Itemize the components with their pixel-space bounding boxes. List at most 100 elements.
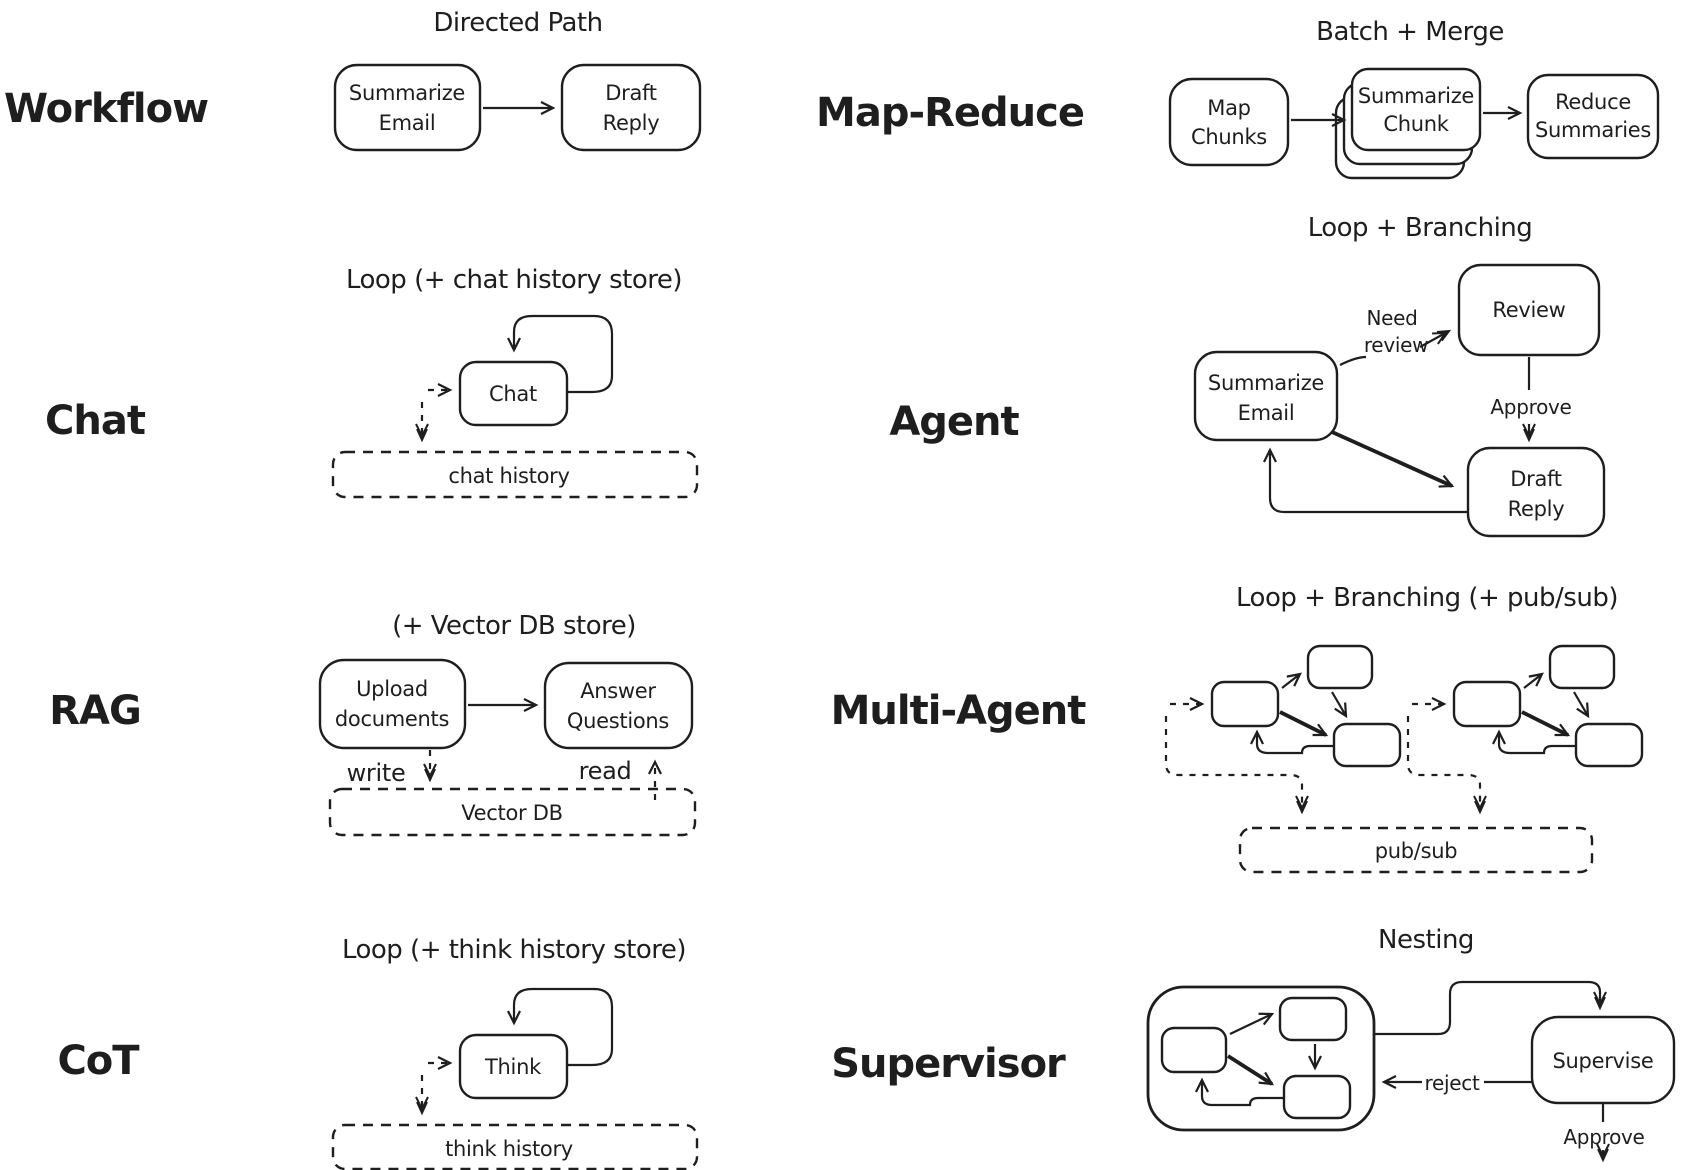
store-pub-sub	[1238, 826, 1594, 874]
multi-agent-caption: Loop + Branching (+ pub/sub)	[1236, 583, 1618, 613]
supervisor-arrow-left-to-bottom	[1226, 1054, 1275, 1086]
edge-need-review-label-1: Need	[1366, 306, 1417, 330]
section-workflow: Workflow Directed Path Summarize Email D…	[4, 8, 702, 152]
chat-caption: Loop (+ chat history store)	[346, 265, 682, 295]
cluster2-bottom-node	[1574, 722, 1644, 768]
store-vector-db-label: Vector DB	[461, 801, 562, 825]
node-summarize-chunk	[1350, 67, 1482, 152]
node-answer-questions-label-1: Answer	[580, 679, 656, 703]
store-pub-sub-label: pub/sub	[1375, 839, 1458, 863]
edge-need-review-stub	[1339, 355, 1367, 366]
node-upload-documents-label-1: Upload	[356, 677, 428, 701]
section-supervisor: Supervisor Nesting Supervise reject Appr…	[831, 925, 1676, 1163]
multi-agent-cluster-2	[1452, 644, 1644, 768]
rag-section-label: RAG	[49, 688, 141, 734]
node-review-label: Review	[1492, 298, 1565, 322]
section-chat: Chat Loop (+ chat history store) Chat ch…	[45, 265, 699, 499]
rag-caption: (+ Vector DB store)	[392, 611, 636, 641]
node-reduce-summaries-label-1: Reduce	[1555, 90, 1631, 114]
cluster2-arrow-left-to-top	[1523, 672, 1544, 689]
node-reduce-summaries-label-2: Summaries	[1535, 118, 1651, 142]
supervisor-arrow-loop-back	[1195, 1077, 1284, 1107]
arrow-summarize-to-draft-reply	[1331, 430, 1455, 488]
arrow-chat-self-loop	[507, 314, 614, 394]
cluster1-bottom-node	[1332, 722, 1402, 768]
supervisor-arrow-left-to-top	[1229, 1012, 1275, 1035]
node-upload-documents-label-2: documents	[335, 707, 449, 731]
cluster1-left-node	[1210, 680, 1280, 728]
arrow-container-to-supervise	[1374, 980, 1607, 1036]
supervisor-caption: Nesting	[1378, 925, 1474, 955]
node-agent-summarize-email-label-1: Summarize	[1208, 371, 1324, 395]
agent-caption: Loop + Branching	[1308, 213, 1533, 243]
node-summarize-email-label-2: Email	[379, 111, 436, 135]
node-draft-reply	[560, 63, 702, 152]
node-map-chunks-label-2: Chunks	[1191, 125, 1267, 149]
node-reduce-summaries	[1526, 73, 1660, 160]
node-agent-summarize-email	[1193, 350, 1339, 442]
cluster2-arrow-loop-back	[1492, 729, 1576, 755]
edge-read-label: read	[579, 757, 632, 785]
node-upload-documents	[318, 658, 467, 750]
workflow-section-label: Workflow	[4, 86, 208, 132]
cluster1-arrow-top-to-bottom	[1331, 691, 1348, 719]
section-agent: Agent Loop + Branching Review Summarize …	[889, 213, 1606, 538]
store-think-history	[331, 1123, 699, 1170]
cluster1-arrow-loop-back	[1250, 729, 1334, 755]
multi-agent-cluster-1	[1210, 644, 1402, 768]
section-map-reduce: Map-Reduce Batch + Merge Map Chunks Summ…	[816, 17, 1660, 180]
map-reduce-section-label: Map-Reduce	[816, 90, 1084, 136]
cluster2-arrow-left-to-bottom	[1521, 710, 1571, 737]
edge-approve-label: Approve	[1490, 395, 1571, 419]
store-vector-db	[328, 787, 697, 837]
cluster1-top-node	[1306, 644, 1374, 690]
agent-section-label: Agent	[889, 399, 1019, 445]
cot-section-label: CoT	[57, 1038, 140, 1084]
edge-write-label: write	[347, 759, 406, 787]
node-chat-label: Chat	[489, 382, 537, 406]
node-summarize-chunk-label-1: Summarize	[1358, 84, 1474, 108]
arrow-cluster2-to-pubsub	[1406, 716, 1487, 815]
node-think-label: Think	[484, 1055, 542, 1079]
node-map-chunks	[1168, 77, 1290, 167]
arrow-need-review	[1419, 329, 1452, 348]
node-summarize-chunk-label-2: Chunk	[1383, 112, 1449, 136]
node-supervise-label: Supervise	[1553, 1049, 1654, 1073]
node-review	[1457, 263, 1601, 357]
map-reduce-caption: Batch + Merge	[1316, 17, 1504, 47]
section-cot: CoT Loop (+ think history store) Think t…	[57, 935, 699, 1170]
node-summarize-email-label-1: Summarize	[349, 81, 465, 105]
section-rag: RAG (+ Vector DB store) Upload documents…	[49, 611, 697, 837]
node-draft-reply-label-1: Draft	[605, 81, 656, 105]
supervisor-inner-left-node	[1160, 1026, 1228, 1074]
node-agent-summarize-email-label-2: Email	[1238, 401, 1295, 425]
arrow-think-self-loop	[507, 987, 614, 1067]
cot-caption: Loop (+ think history store)	[342, 935, 686, 965]
edge-reject-label: reject	[1425, 1071, 1480, 1095]
node-agent-draft-reply-label-2: Reply	[1508, 497, 1565, 521]
cluster2-left-node	[1452, 680, 1522, 728]
section-multi-agent: Multi-Agent Loop + Branching (+ pub/sub)	[831, 583, 1644, 874]
node-agent-draft-reply	[1466, 446, 1606, 538]
node-chat	[458, 360, 569, 427]
supervisor-inner-top-node	[1278, 996, 1348, 1042]
chat-section-label: Chat	[45, 398, 146, 444]
node-draft-reply-label-2: Reply	[603, 111, 660, 135]
node-summarize-email	[333, 63, 482, 152]
node-think	[458, 1033, 569, 1100]
edge-supervisor-approve-label: Approve	[1563, 1125, 1644, 1149]
store-chat-history	[331, 450, 699, 499]
arrow-cluster1-to-pubsub	[1164, 716, 1309, 815]
cluster1-arrow-left-to-bottom	[1279, 710, 1329, 737]
supervisor-inner-bottom-node	[1282, 1074, 1352, 1120]
supervisor-section-label: Supervisor	[831, 1041, 1066, 1087]
cluster2-arrow-top-to-bottom	[1573, 691, 1590, 719]
arrow-draft-reply-loop-back	[1263, 447, 1468, 514]
node-answer-questions	[543, 661, 694, 750]
workflow-caption: Directed Path	[433, 8, 602, 38]
node-answer-questions-label-2: Questions	[567, 709, 669, 733]
cluster2-top-node	[1548, 644, 1616, 690]
node-agent-draft-reply-label-1: Draft	[1510, 467, 1561, 491]
